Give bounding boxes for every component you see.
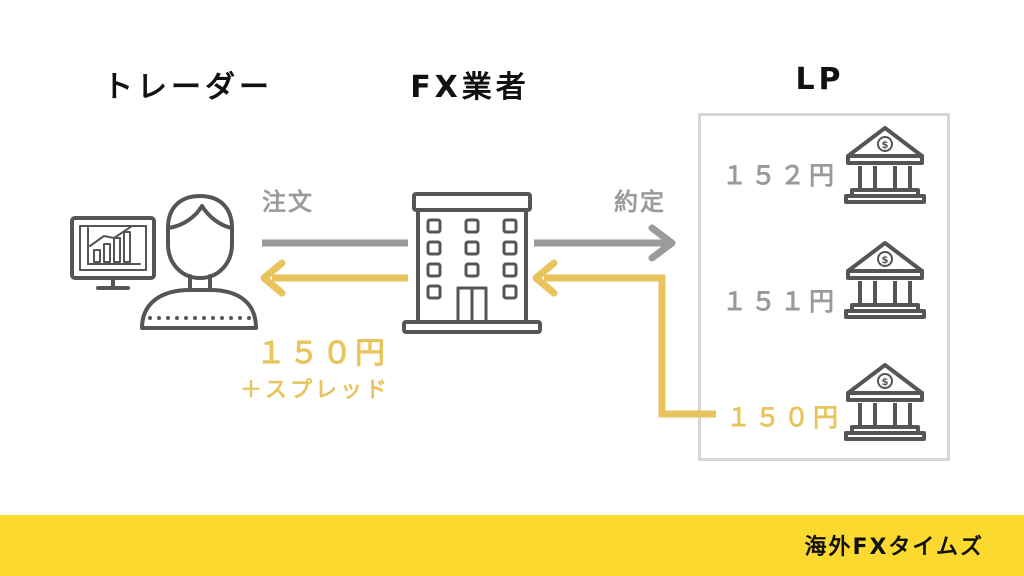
order-arrow <box>262 224 676 262</box>
svg-text:$: $ <box>882 377 889 388</box>
quote-price-label: １５０円 <box>256 336 388 371</box>
bank-icon: $ <box>844 363 926 441</box>
person-icon <box>140 194 258 330</box>
svg-text:$: $ <box>882 140 889 151</box>
return-arrow-to-broker <box>532 259 716 418</box>
computer-chart-icon <box>70 216 156 290</box>
order-label: 注文 <box>262 188 314 216</box>
lp-box <box>698 113 950 461</box>
spread-label: ＋スプレッド <box>240 378 391 403</box>
fx-broker-heading: FX業者 <box>410 70 530 105</box>
return-arrow-to-trader <box>260 259 408 297</box>
lp-price-152: １５２円 <box>722 161 839 190</box>
execution-label: 約定 <box>614 188 666 216</box>
person-shirt-dots <box>148 316 251 320</box>
lp-price-150: １５０円 <box>726 403 843 432</box>
svg-text:$: $ <box>882 255 889 266</box>
trader-heading: トレーダー <box>103 70 273 105</box>
bank-icon: $ <box>844 241 926 319</box>
lp-price-151: １５１円 <box>722 287 839 316</box>
footer-bar: 海外FXタイムズ <box>0 515 1024 576</box>
lp-heading: LP <box>795 62 845 97</box>
office-building-icon <box>402 192 542 334</box>
bank-icon: $ <box>844 126 926 204</box>
brand-logo-text: 海外FXタイムズ <box>804 535 984 560</box>
